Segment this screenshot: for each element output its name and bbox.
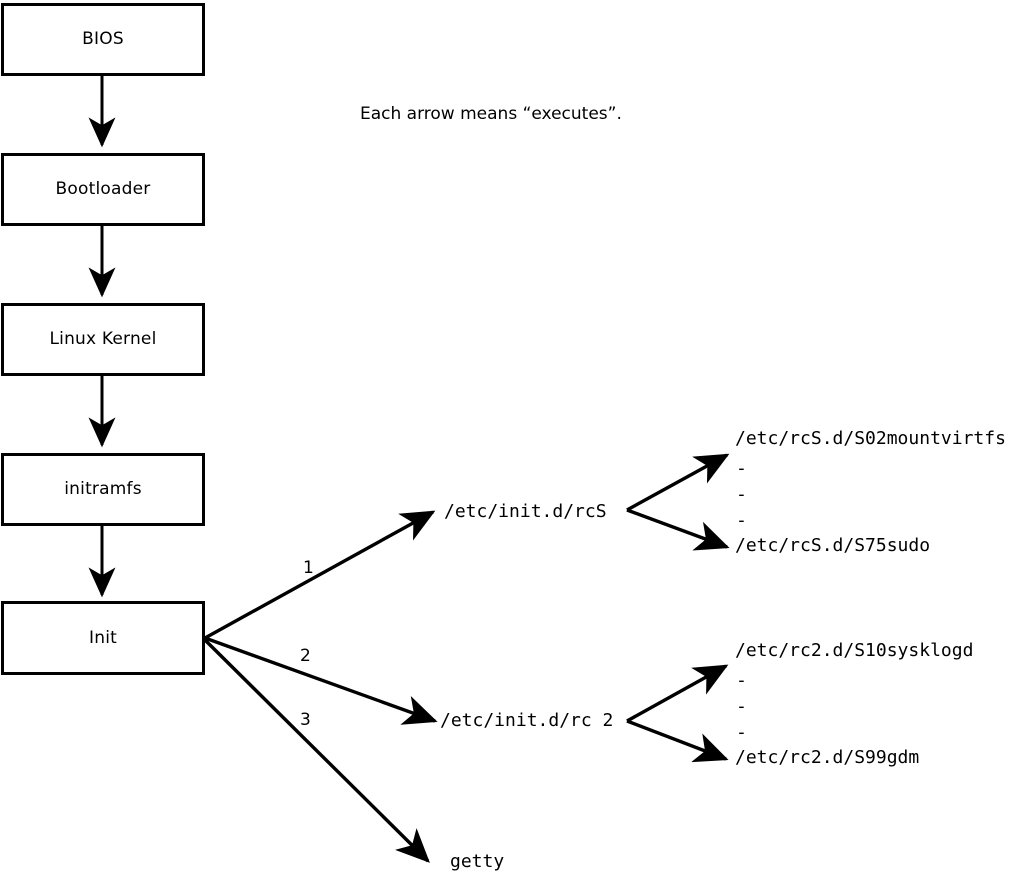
rcs-script-last[interactable]: /etc/rcS.d/S75sudo	[735, 535, 931, 556]
edge-number-3: 3	[300, 710, 311, 730]
node-init[interactable]: Init	[1, 601, 205, 675]
legend-caption: Each arrow means “executes”.	[360, 104, 622, 124]
node-initramfs-label: initramfs	[64, 479, 142, 499]
target-getty[interactable]: getty	[450, 851, 505, 872]
rc2-arrow-to-first-script	[626, 664, 729, 723]
rcs-arrow-to-first-script	[626, 453, 730, 512]
init-arrow-2-to-rc2	[204, 636, 438, 725]
node-initramfs[interactable]: initramfs	[1, 453, 205, 526]
target-rcs-script[interactable]: /etc/init.d/rcS	[444, 501, 607, 522]
rcs-arrow-to-last-script	[626, 508, 730, 551]
init-arrow-3-to-getty	[203, 638, 430, 863]
node-init-label: Init	[89, 627, 117, 648]
init-arrow-1-to-rcs	[204, 510, 436, 640]
rcs-ellipsis-dash-1: -	[736, 458, 747, 479]
rc2-script-last[interactable]: /etc/rc2.d/S99gdm	[735, 747, 920, 768]
node-bootloader-label: Bootloader	[55, 179, 151, 199]
edge-number-2: 2	[300, 646, 311, 666]
node-bios-label: BIOS	[82, 29, 124, 49]
rc2-ellipsis-dash-1: -	[736, 670, 747, 691]
node-bios[interactable]: BIOS	[1, 3, 205, 76]
rcs-ellipsis-dash-3: -	[736, 510, 747, 531]
rcs-script-first[interactable]: /etc/rcS.d/S02mountvirtfs	[735, 428, 1006, 449]
rcs-ellipsis-dash-2: -	[736, 484, 747, 505]
node-linux-kernel-label: Linux Kernel	[49, 329, 157, 349]
rc2-ellipsis-dash-3: -	[736, 722, 747, 743]
node-bootloader[interactable]: Bootloader	[1, 153, 205, 226]
rc2-ellipsis-dash-2: -	[736, 696, 747, 717]
edge-number-1: 1	[303, 558, 314, 578]
node-linux-kernel[interactable]: Linux Kernel	[1, 303, 205, 376]
rc2-script-first[interactable]: /etc/rc2.d/S10sysklogd	[735, 640, 974, 661]
target-rc2-script[interactable]: /etc/init.d/rc 2	[440, 710, 614, 731]
rc2-arrow-to-last-script	[626, 719, 729, 763]
